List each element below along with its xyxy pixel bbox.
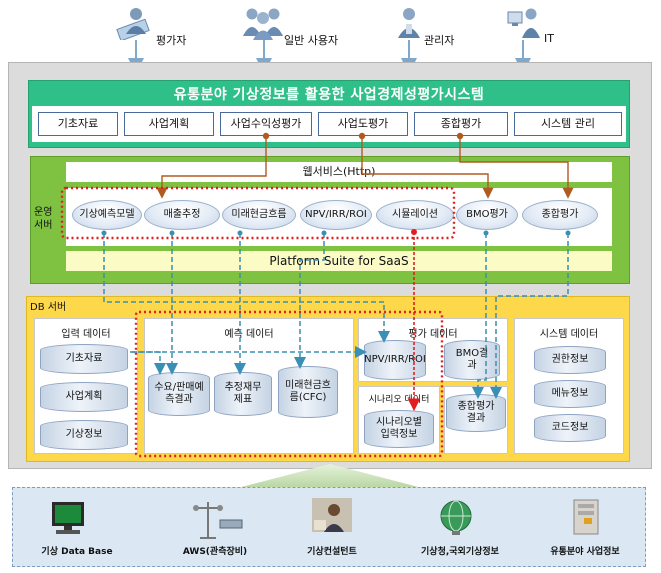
service-weather-forecast[interactable]: 기상예측모델 — [72, 200, 142, 230]
actor-arrows — [128, 40, 531, 74]
server-icon — [573, 499, 599, 535]
source-aws: AWS(관측장비) — [160, 498, 270, 560]
highlight-db — [134, 310, 444, 458]
actor-administrator: 관리자 — [392, 6, 482, 58]
db-future-cashflow: 미래현금흐름(CFC) — [278, 366, 338, 418]
globe-icon — [440, 500, 472, 535]
administrator-icon — [398, 8, 420, 38]
web-service: 웹서비스(Http) — [66, 162, 612, 182]
flow-line — [103, 233, 390, 343]
data-source-arrow — [230, 464, 430, 490]
general-users-icon — [243, 8, 283, 40]
actor-label: 일반 사용자 — [284, 34, 339, 47]
evaluation-data-title: 평가 데이터 — [408, 329, 458, 340]
menu-business-plan[interactable]: 사업계획 — [124, 112, 214, 136]
actor-label: IT — [544, 32, 554, 45]
evaluator-person-icon — [116, 8, 150, 40]
consultant-icon — [312, 498, 352, 532]
it-person-icon — [507, 8, 540, 38]
service-sales-estimate[interactable]: 매출추정 — [144, 200, 220, 230]
db-weather-info: 기상정보 — [40, 420, 128, 450]
route-line — [459, 136, 574, 199]
db-estimated-financials: 추정재무제표 — [214, 372, 272, 416]
source-weather-db: 기상 Data Base — [22, 498, 132, 560]
actor-label: 평가자 — [156, 34, 187, 47]
system-title: 유통분야 기상정보를 활용한 사업경제성평가시스템 — [173, 87, 485, 103]
menu-system-admin[interactable]: 시스템 관리 — [514, 112, 622, 136]
highlight-services — [60, 186, 456, 240]
source-consultant: 기상컨설턴트 — [282, 498, 382, 560]
flow-line — [490, 233, 569, 399]
source-foreign-weather: 기상청,국외기상정보 — [400, 498, 520, 560]
flow-line — [294, 233, 325, 369]
source-label: 기상컨설턴트 — [307, 547, 357, 557]
db-bmo-result: BMO결과 — [444, 340, 500, 380]
actor-evaluator: 평가자 — [112, 6, 202, 58]
actor-label: 관리자 — [424, 34, 455, 47]
actor-it: IT — [506, 6, 576, 58]
service-comprehensive-eval[interactable]: 종합평가 — [522, 200, 598, 230]
forecast-data-title: 예측 데이터 — [224, 329, 274, 340]
route-line — [361, 136, 494, 199]
menu-comprehensive[interactable]: 종합평가 — [414, 112, 508, 136]
input-data-title: 입력 데이터 — [61, 329, 111, 340]
weather-station-icon — [193, 502, 243, 539]
source-label: AWS(관측장비) — [182, 547, 248, 557]
source-distribution-biz: 유통분야 사업정보 — [530, 498, 640, 560]
db-scenario-input: 시나리오별입력정보 — [364, 410, 434, 448]
flow-line — [472, 233, 487, 399]
db-npv-irr-roi: NPV/IRR/ROI — [364, 340, 426, 380]
actor-general-users: 일반 사용자 — [240, 6, 370, 58]
db-demand-forecast: 수요/판매예측결과 — [148, 372, 210, 416]
db-code-info: 코드정보 — [534, 414, 606, 442]
scenario-data-title: 시나리오 데이터 — [368, 395, 430, 405]
route-line — [156, 136, 267, 199]
service-bmo-eval[interactable]: BMO평가 — [456, 200, 518, 230]
db-basic-data: 기초자료 — [40, 344, 128, 374]
service-npv-irr-roi[interactable]: NPV/IRR/ROI — [300, 200, 372, 230]
service-future-cashflow[interactable]: 미래현금흐름 — [222, 200, 296, 230]
db-business-plan: 사업계획 — [40, 382, 128, 412]
source-label: 유통분야 사업정보 — [550, 547, 620, 557]
db-permission-info: 권한정보 — [534, 346, 606, 374]
db-server-label: DB 서버 — [30, 302, 67, 313]
system-data-title: 시스템 데이터 — [539, 329, 599, 340]
source-label: 기상 Data Base — [41, 547, 113, 557]
menu-profitability[interactable]: 사업수익성평가 — [220, 112, 312, 136]
platform-suite: Platform Suite for SaaS — [66, 251, 612, 271]
operation-server-label: 운영서버 — [34, 207, 53, 231]
menu-basic-data[interactable]: 기초자료 — [38, 112, 118, 136]
source-label: 기상청,국외기상정보 — [421, 547, 499, 557]
db-menu-info: 메뉴정보 — [534, 380, 606, 408]
computer-icon — [52, 502, 84, 534]
